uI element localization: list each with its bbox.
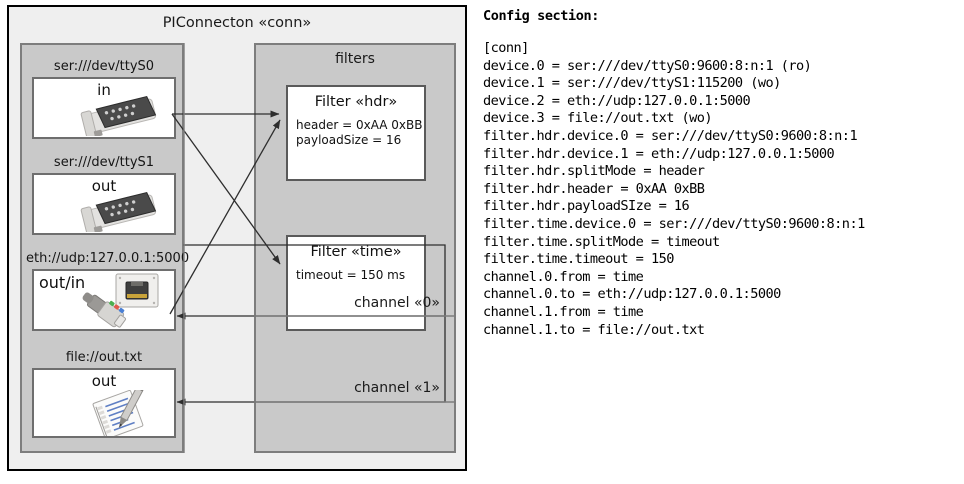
- filter-hdr-title: Filter «hdr»: [314, 94, 398, 110]
- config-line: filter.hdr.splitMode = header: [483, 163, 705, 180]
- config-line: filter.hdr.payloadSIze = 16: [483, 198, 690, 215]
- config-line: device.3 = file://out.txt (wo): [483, 110, 713, 127]
- ethernet-rj45-icon: [78, 273, 166, 328]
- config-line: channel.0.to = eth://udp:127.0.0.1:5000: [483, 286, 781, 303]
- device-group-eth: eth://udp:127.0.0.1:5000 out/in: [26, 251, 190, 331]
- config-line: filter.hdr.device.1 = eth://udp:127.0.0.…: [483, 145, 835, 162]
- filter-time-prop-timeout: timeout = 150 ms: [296, 268, 406, 282]
- config-section: Config section: [conn]device.0 = ser:///…: [483, 8, 961, 339]
- config-line: device.2 = eth://udp:127.0.0.1:5000: [483, 92, 751, 109]
- config-lines: [conn]device.0 = ser:///dev/ttyS0:9600:8…: [483, 40, 961, 339]
- device-direction-file: out: [91, 372, 117, 390]
- serial-db9-connector-icon: [76, 90, 168, 137]
- config-line: channel.1.from = time: [483, 303, 644, 320]
- config-line: filter.hdr.device.0 = ser:///dev/ttyS0:9…: [483, 127, 858, 144]
- filter-time-title: Filter «time»: [310, 244, 402, 260]
- device-box-eth[interactable]: out/in: [32, 269, 176, 331]
- filter-hdr-prop-header: header = 0xAA 0xBB: [296, 118, 423, 132]
- config-line: device.1 = ser:///dev/ttyS1:115200 (wo): [483, 75, 781, 92]
- filter-hdr-prop-payloadsize: payloadSize = 16: [296, 133, 402, 147]
- channel-0-label: channel «0»: [354, 295, 440, 311]
- filter-box-hdr[interactable]: Filter «hdr» header = 0xAA 0xBB payloadS…: [286, 85, 426, 181]
- device-label-file: file://out.txt: [65, 350, 143, 365]
- channel-1-label: channel «1»: [354, 380, 440, 396]
- filters-panel-title: filters: [335, 51, 375, 67]
- diagram-title: PIConnecton «conn»: [162, 15, 312, 31]
- connector-diagram: PIConnecton «conn» ser:///dev/ttyS0 in: [7, 5, 467, 471]
- config-line: filter.time.timeout = 150: [483, 251, 674, 268]
- device-box-ttys1[interactable]: out: [32, 173, 176, 235]
- device-label-ttys1: ser:///dev/ttyS1: [53, 155, 155, 170]
- config-line: filter.time.device.0 = ser:///dev/ttyS0:…: [483, 215, 865, 232]
- device-direction-eth: out/in: [39, 273, 86, 292]
- device-group-ttys1: ser:///dev/ttyS1 out: [32, 155, 176, 235]
- devices-panel: ser:///dev/ttyS0 in: [20, 43, 190, 453]
- config-line: device.0 = ser:///dev/ttyS0:9600:8:n:1 (…: [483, 57, 812, 74]
- device-direction-ttys0: in: [97, 81, 111, 99]
- serial-db9-connector-icon: [76, 186, 168, 233]
- device-box-file[interactable]: out: [32, 368, 176, 438]
- config-line: filter.hdr.header = 0xAA 0xBB: [483, 180, 705, 197]
- device-box-ttys0[interactable]: in: [32, 77, 176, 139]
- config-line: channel.1.to = file://out.txt: [483, 321, 705, 338]
- config-line: channel.0.from = time: [483, 268, 644, 285]
- config-line: [conn]: [483, 40, 529, 56]
- config-heading: Config section:: [483, 8, 599, 24]
- device-direction-ttys1: out: [91, 177, 117, 195]
- filter-box-time[interactable]: Filter «time» timeout = 150 ms: [286, 235, 426, 331]
- device-group-file: file://out.txt out: [32, 350, 176, 438]
- device-label-eth: eth://udp:127.0.0.1:5000: [26, 251, 190, 266]
- config-line: filter.time.splitMode = timeout: [483, 233, 720, 250]
- device-group-ttys0: ser:///dev/ttyS0 in: [32, 59, 176, 139]
- device-label-ttys0: ser:///dev/ttyS0: [53, 59, 155, 74]
- text-file-notepad-icon: [88, 384, 158, 436]
